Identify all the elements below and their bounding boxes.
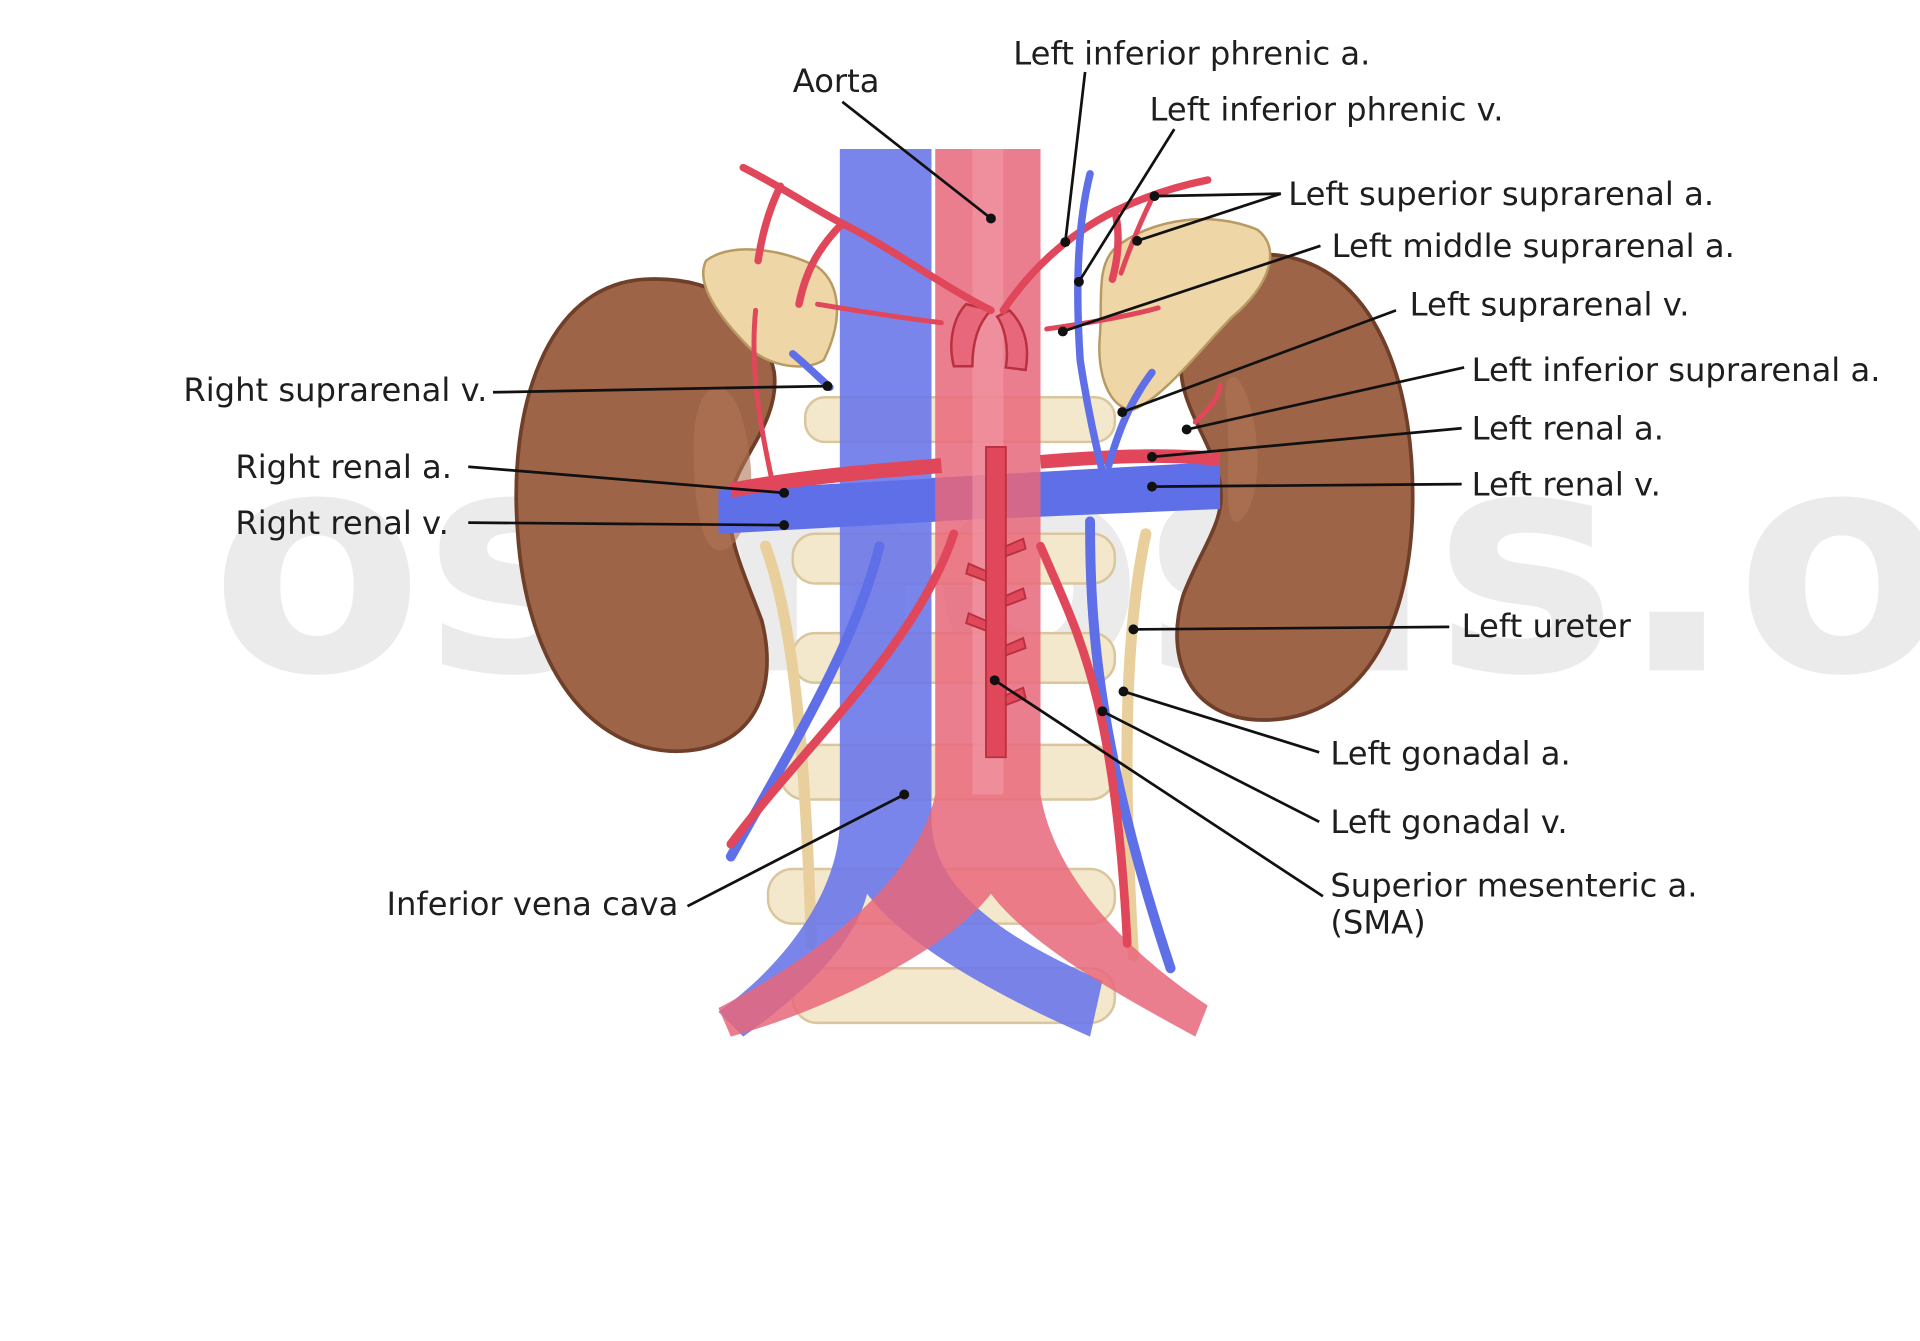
left-suprarenal-arteries [1044, 196, 1223, 425]
label-left-gonadal-a: Left gonadal a. [1330, 735, 1570, 773]
label-aorta: Aorta [793, 62, 880, 100]
label-right-renal-v: Right renal v. [235, 504, 448, 542]
right-kidney [514, 277, 777, 753]
label-left-superior-suprarenal-a: Left superior suprarenal a. [1288, 175, 1714, 213]
gonadal-vessels [725, 516, 1176, 974]
labels: Aorta Left inferior phrenic a. Left infe… [183, 35, 1880, 942]
phrenic-arteries [739, 163, 1212, 315]
label-superior-mesenteric-a: Superior mesenteric a. [1330, 866, 1697, 904]
label-left-inferior-phrenic-v: Left inferior phrenic v. [1150, 90, 1504, 128]
label-left-gonadal-v: Left gonadal v. [1330, 803, 1567, 841]
left-adrenal-gland [1098, 217, 1272, 411]
label-left-middle-suprarenal-a: Left middle suprarenal a. [1332, 227, 1735, 265]
leader-lines [468, 71, 1465, 908]
left-veins [1074, 170, 1156, 476]
celiac-trunk [950, 302, 1029, 372]
label-right-suprarenal-v: Right suprarenal v. [183, 371, 487, 409]
label-left-ureter: Left ureter [1462, 607, 1632, 645]
right-renal-artery [729, 458, 943, 498]
ureters [759, 528, 1152, 962]
right-suprarenal-arteries [751, 301, 944, 493]
label-left-renal-a: Left renal a. [1472, 409, 1664, 447]
left-renal-artery [1039, 449, 1221, 469]
label-right-renal-a: Right renal a. [235, 448, 452, 486]
diagram-svg: osmosis.org [183, 35, 1920, 1037]
label-sma-abbrev: (SMA) [1330, 904, 1425, 942]
label-left-inferior-suprarenal-a: Left inferior suprarenal a. [1472, 351, 1881, 389]
inferior-vena-cava [718, 148, 1103, 1037]
label-inferior-vena-cava: Inferior vena cava [386, 885, 678, 923]
label-left-renal-v: Left renal v. [1472, 465, 1661, 503]
label-left-inferior-phrenic-a: Left inferior phrenic a. [1013, 35, 1370, 73]
label-left-suprarenal-v: Left suprarenal v. [1410, 285, 1690, 323]
